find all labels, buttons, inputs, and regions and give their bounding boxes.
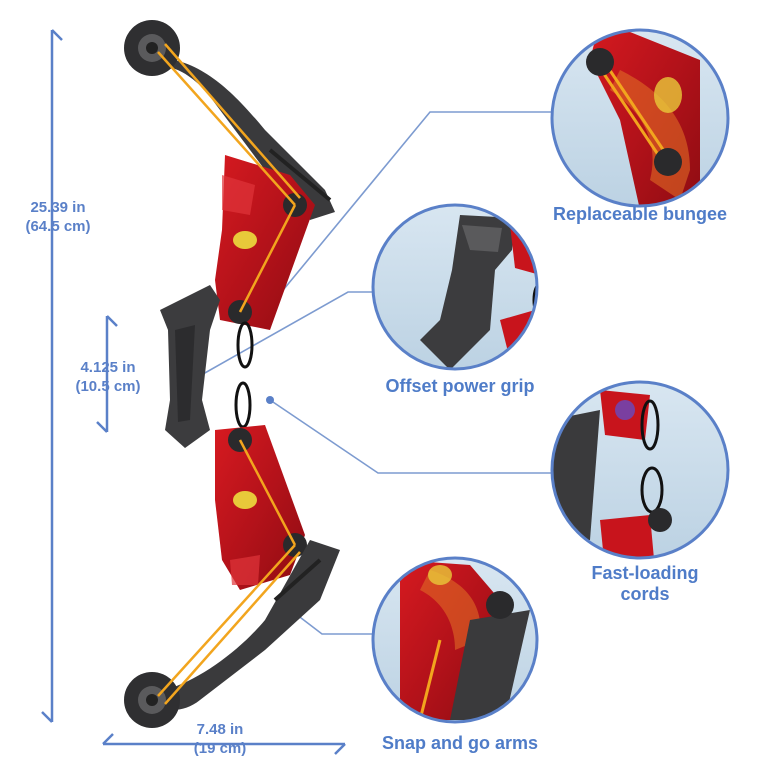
grip-dimension-line [96,315,118,433]
callout-lines [195,111,556,635]
width-dimension-line [102,733,346,755]
height-label: 25.39 in (64.5 cm) [12,198,104,236]
height-inches: 25.39 in [30,199,86,216]
feature-cords-line2: cords [620,584,670,604]
feature-replaceable-bungee: Replaceable bungee [552,204,728,224]
width-inches: 7.48 in [196,721,244,738]
height-dimension-line [41,29,63,723]
feature-snap-and-go-arms: Snap and go arms [381,733,539,753]
bow [124,20,340,728]
feature-offset-power-grip: Offset power grip [385,376,535,396]
grip-inches: 4.125 in [80,359,136,376]
detail-circle-cords [550,380,730,560]
width-centimeters: (19 cm) [193,740,247,757]
height-centimeters: (64.5 cm) [25,218,91,235]
feature-fast-loading-cords: Fast-loading cords [560,563,730,605]
grip-centimeters: (10.5 cm) [75,378,141,395]
width-label: 7.48 in (19 cm) [174,720,266,758]
detail-circle-grip [371,203,539,371]
detail-circle-bungee [550,28,730,208]
grip-label: 4.125 in (10.5 cm) [62,358,154,396]
detail-circle-arms [371,556,539,724]
feature-cords-line1: Fast-loading [591,563,699,583]
